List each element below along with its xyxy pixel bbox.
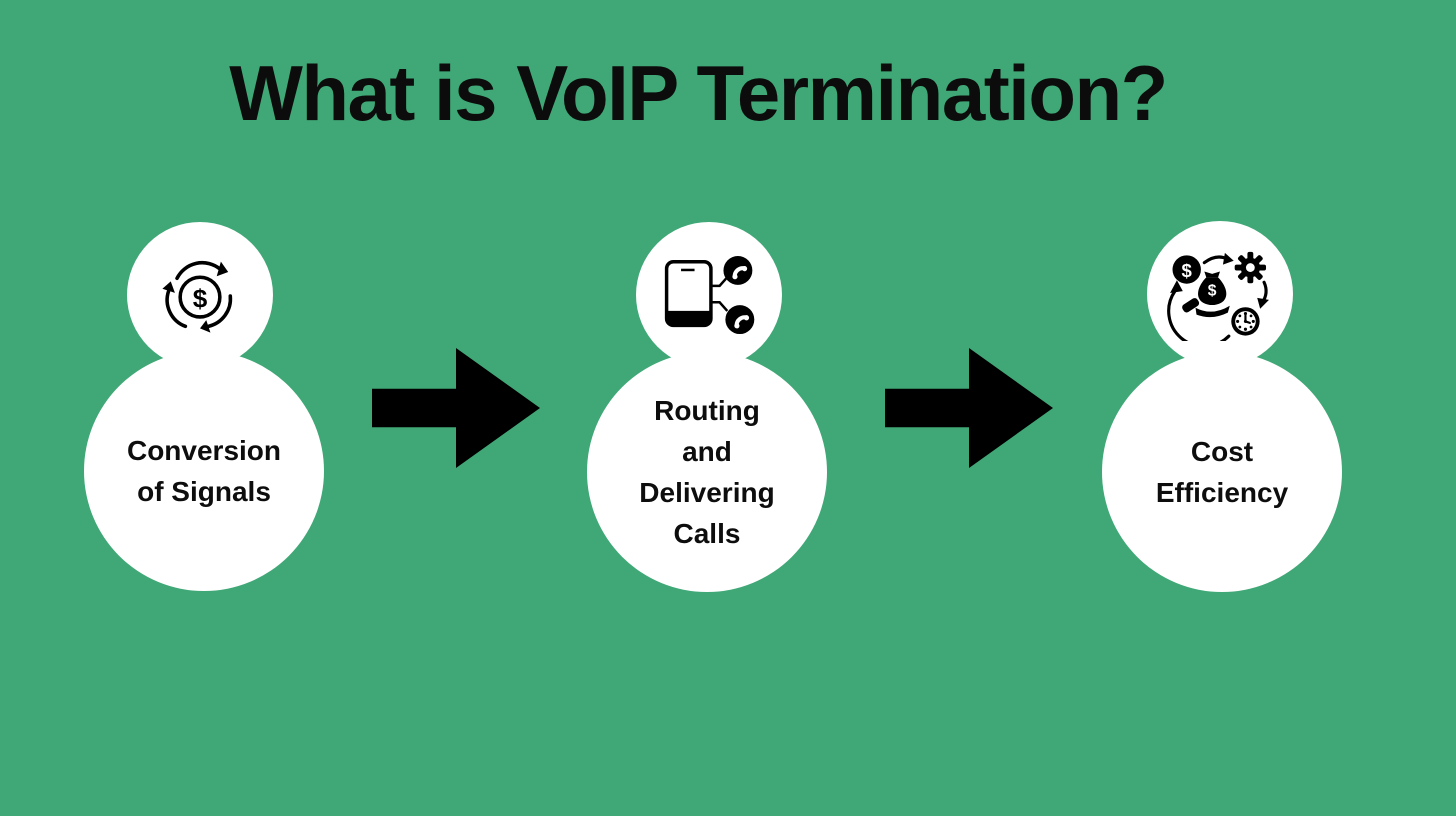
right-arrow-icon	[885, 348, 1053, 468]
step-label-line: Calls	[673, 518, 741, 549]
step-label-circle: Routing and Delivering Calls	[587, 352, 827, 592]
step-label-line: of Signals	[137, 476, 271, 507]
step-label-line: Routing	[654, 395, 760, 426]
clock-glyph	[1231, 307, 1260, 336]
cost-efficiency-icon: $	[1167, 251, 1269, 341]
step-label-line: Delivering	[639, 477, 775, 508]
phone-call-routing-icon	[664, 255, 755, 334]
step-label: Cost Efficiency	[1156, 431, 1288, 513]
step-label-circle: Cost Efficiency	[1102, 352, 1342, 592]
dollar-sign-glyph: $	[1208, 283, 1217, 300]
phone-handset-glyph	[732, 265, 748, 279]
step-label-line: and	[682, 436, 732, 467]
phone-handset-glyph	[734, 314, 750, 328]
dollar-sign-glyph: $	[193, 284, 208, 314]
currency-conversion-icon: $	[162, 261, 233, 333]
step-label-line: Efficiency	[1155, 477, 1289, 508]
step-label-circle: Conversion of Signals	[84, 351, 324, 591]
step-label: Routing and Delivering Calls	[639, 390, 774, 554]
money-bag-glyph: $	[1198, 271, 1227, 306]
step-label: Conversion of Signals	[127, 430, 281, 512]
page-title: What is VoIP Termination?	[229, 49, 1168, 137]
right-arrow-icon	[372, 348, 540, 468]
dollar-sign-glyph: $	[1182, 260, 1193, 281]
gear-glyph	[1234, 251, 1267, 284]
step-icon-circle: $	[127, 222, 273, 368]
step-label-line: Conversion	[126, 435, 282, 466]
step-label-line: Cost	[1190, 436, 1254, 467]
step-icon-circle	[636, 222, 782, 368]
step-icon-circle: $	[1147, 221, 1293, 367]
hand-glyph	[1182, 298, 1230, 318]
